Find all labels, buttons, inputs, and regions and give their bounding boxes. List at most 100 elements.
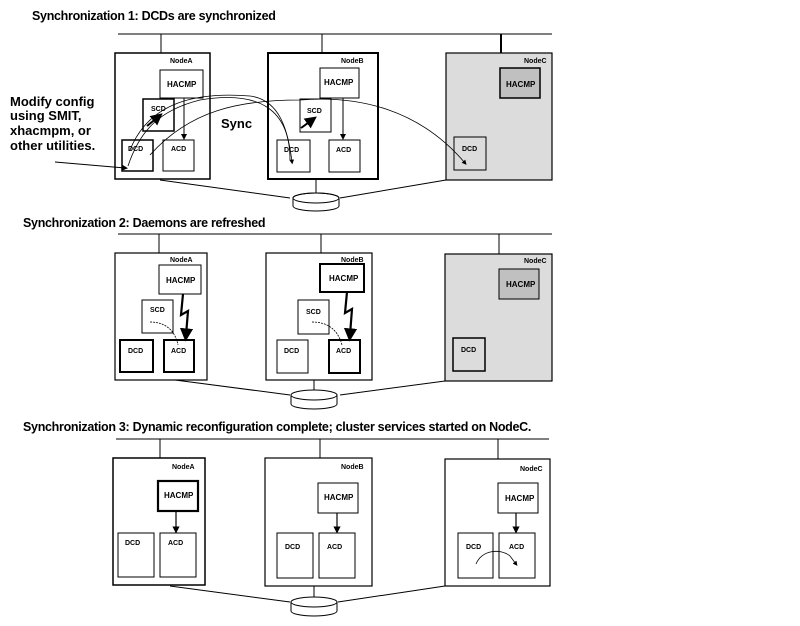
sync-curve-to-c — [149, 98, 467, 165]
hacmp-box — [319, 263, 365, 293]
acd-label: ACD — [336, 348, 351, 355]
scd-to-acd-curve — [149, 321, 179, 346]
dcd-label: DCD — [125, 540, 140, 547]
hacmp-label: HACMP — [164, 491, 194, 500]
node-label: NodeB — [341, 257, 364, 264]
dcd-box — [453, 136, 487, 171]
acd-label: ACD — [171, 146, 186, 153]
sync-label: Sync — [221, 116, 252, 131]
panel-3: Synchronization 3: Dynamic reconfigurati… — [23, 420, 551, 617]
hacmp-box — [156, 479, 200, 513]
shared-disk — [159, 179, 447, 212]
node-b: NodeB HACMP SCD DCD ACD — [265, 252, 373, 381]
panel-1-title: Synchronization 1: DCDs are synchronized — [32, 9, 276, 23]
node-label: NodeC — [524, 58, 547, 65]
scd-to-acd-curve — [311, 321, 343, 346]
scd-label: SCD — [150, 307, 165, 314]
hacmp-label: HACMP — [506, 80, 536, 89]
acd-box — [328, 339, 361, 374]
hacmp-label: HACMP — [329, 274, 359, 283]
hacmp-box — [499, 67, 541, 99]
scd-label: SCD — [306, 309, 321, 316]
refresh-lightning-arrow — [179, 293, 194, 342]
node-label: NodeA — [170, 58, 193, 65]
node-label: NodeA — [170, 257, 193, 264]
acd-box — [162, 139, 195, 172]
dcd-label: DCD — [285, 544, 300, 551]
node-label: NodeA — [172, 464, 195, 471]
acd-box — [318, 532, 356, 579]
hacmp-label: HACMP — [167, 80, 197, 89]
sync-curve-to-b-dcd — [129, 94, 295, 165]
dcd-box — [276, 139, 311, 173]
acd-label: ACD — [168, 540, 183, 547]
acd-box — [163, 339, 195, 373]
hacmp-box — [319, 67, 360, 99]
node-c: NodeC HACMP DCD ACD — [444, 458, 551, 587]
acd-label: ACD — [171, 348, 186, 355]
node-label: NodeC — [520, 466, 543, 473]
hacmp-label: HACMP — [505, 494, 535, 503]
side-note-pointer — [54, 161, 128, 171]
dcd-box — [276, 339, 309, 374]
dcd-label: DCD — [128, 146, 143, 153]
node-c: NodeC HACMP DCD — [445, 52, 553, 181]
hacmp-label: HACMP — [324, 78, 354, 87]
refresh-lightning-arrow — [343, 291, 358, 342]
node-a: NodeA HACMP DCD ACD — [112, 457, 206, 586]
side-note-line-4: other utilities. — [10, 138, 95, 153]
dcd-label: DCD — [128, 348, 143, 355]
scd-box — [297, 299, 330, 335]
hacmp-label: HACMP — [324, 493, 354, 502]
side-note: Modify config using SMIT, xhacmpm, or ot… — [10, 94, 128, 171]
acd-label: ACD — [336, 147, 351, 154]
node-a: NodeA HACMP SCD DCD ACD — [114, 252, 208, 381]
node-c: NodeC HACMP DCD — [444, 253, 553, 382]
scd-to-dcd-arrow — [300, 116, 317, 129]
acd-box — [498, 532, 536, 579]
node-label: NodeC — [524, 258, 547, 265]
shared-disk — [169, 585, 446, 617]
hacmp-box — [498, 268, 540, 300]
dcd-box — [276, 532, 314, 579]
hacmp-label: HACMP — [506, 280, 536, 289]
panel-3-title: Synchronization 3: Dynamic reconfigurati… — [23, 420, 531, 434]
node-label: NodeB — [341, 464, 364, 471]
panel-2-title: Synchronization 2: Daemons are refreshed — [23, 216, 265, 230]
scd-box — [299, 98, 332, 133]
hacmp-box — [497, 482, 539, 514]
sync-curve-a-to-b — [127, 97, 291, 167]
dcd-label: DCD — [284, 348, 299, 355]
acd-box — [159, 532, 197, 578]
node-label: NodeB — [341, 58, 364, 65]
node-b: NodeB HACMP SCD DCD ACD — [267, 52, 379, 180]
panel-1: Synchronization 1: DCDs are synchronized… — [10, 9, 553, 212]
dcd-label: DCD — [462, 146, 477, 153]
scd-to-dcd-arrow — [146, 113, 163, 127]
scd-label: SCD — [151, 106, 166, 113]
dcd-box — [452, 337, 486, 372]
side-note-line-2: using SMIT, — [10, 108, 82, 123]
dcd-label: DCD — [466, 544, 481, 551]
dcd-label: DCD — [284, 147, 299, 154]
dcd-label: DCD — [461, 347, 476, 354]
dcd-box — [457, 532, 494, 579]
node-b: NodeB HACMP DCD ACD — [264, 457, 373, 587]
hacmp-box — [159, 69, 204, 99]
dcd-to-acd-curve — [475, 550, 518, 566]
shared-disk — [174, 379, 446, 410]
scd-box — [141, 299, 174, 334]
hacmp-label: HACMP — [166, 276, 196, 285]
hacmp-box — [158, 264, 202, 295]
side-note-line-3: xhacmpm, or — [10, 123, 91, 138]
acd-box — [328, 139, 361, 173]
dcd-box — [119, 339, 154, 373]
scd-label: SCD — [307, 108, 322, 115]
acd-label: ACD — [327, 544, 342, 551]
dcd-box — [117, 532, 155, 578]
acd-label: ACD — [509, 544, 524, 551]
panel-2: Synchronization 2: Daemons are refreshed… — [23, 216, 553, 410]
hacmp-box — [317, 482, 359, 514]
side-note-line-1: Modify config — [10, 94, 95, 109]
